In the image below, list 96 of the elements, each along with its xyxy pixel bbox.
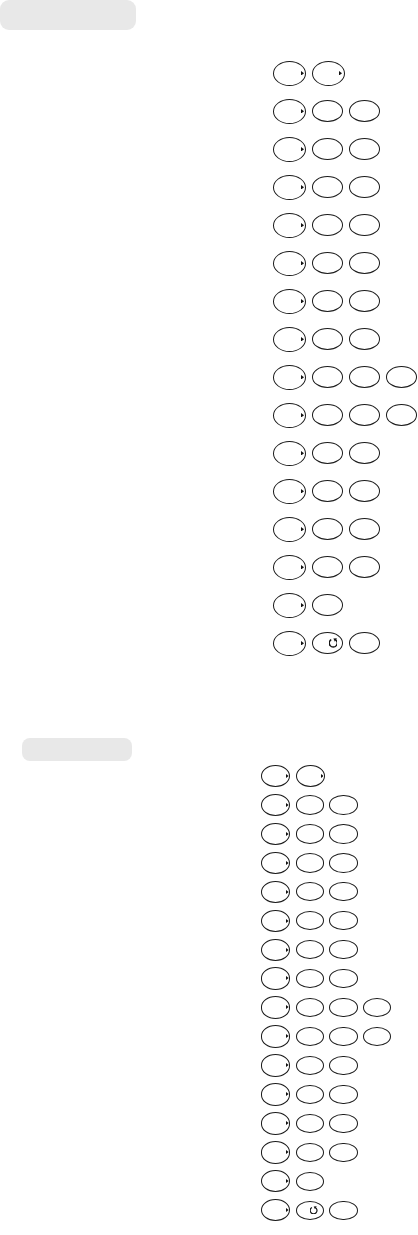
oval [311,594,344,616]
oval [273,440,306,466]
oval [273,250,306,276]
oval [261,880,291,903]
oval [261,1025,291,1048]
oval [295,882,325,902]
oval [311,60,345,86]
oval [348,442,381,464]
oval [311,176,344,198]
oval [348,556,381,578]
oval [311,328,344,350]
oval [295,1113,325,1134]
oval [261,1170,291,1193]
oval [295,911,325,931]
oval [311,252,344,274]
oval [348,404,381,426]
oval [273,288,306,314]
oval [329,911,358,931]
oval [385,404,418,426]
oval [273,478,306,504]
oval [348,366,381,388]
oval [261,793,291,817]
oval [329,1200,358,1220]
oval [273,174,306,200]
oval [295,1026,325,1047]
oval [261,996,291,1019]
oval [311,442,344,464]
oval [329,1113,358,1134]
oval [348,138,381,160]
oval [273,516,306,542]
oval [329,1055,358,1076]
oval [348,290,381,312]
oval [311,214,344,236]
oval [261,1141,291,1164]
oval [329,1084,358,1105]
oval [295,1200,325,1220]
oval [273,630,306,656]
oval [348,252,381,274]
oval [261,851,291,875]
oval [329,882,358,902]
oval [311,480,344,502]
oval [261,1083,291,1106]
oval [273,136,306,162]
oval [311,366,344,388]
oval [311,290,344,312]
oval [261,1112,291,1135]
oval [273,60,306,86]
oval [348,632,381,654]
oval [348,328,381,350]
oval [329,997,358,1018]
oval [348,518,381,540]
oval [295,1171,325,1191]
oval [273,402,306,428]
oval [295,997,325,1018]
oval [329,853,358,873]
oval [295,1055,325,1076]
oval [329,795,358,815]
oval [348,176,381,198]
oval [311,518,344,540]
oval [295,940,325,960]
oval [311,100,344,122]
oval [261,909,291,932]
oval [295,968,325,989]
oval [295,824,325,844]
oval [311,138,344,160]
oval [329,1142,358,1163]
oval [273,212,306,238]
oval [311,632,344,654]
oval [362,997,392,1018]
oval [273,98,306,124]
oval [362,1026,392,1047]
oval [311,556,344,578]
oval [295,1142,325,1163]
oval [261,764,291,788]
oval [329,824,358,844]
oval [329,1026,358,1047]
oval [261,822,291,846]
oval [295,1084,325,1105]
oval [261,967,291,990]
oval [295,853,325,873]
oval [261,1054,291,1077]
oval [295,795,325,815]
oval [348,100,381,122]
oval [273,326,306,352]
oval [311,404,344,426]
oval [295,764,325,788]
oval [329,940,358,960]
oval [348,214,381,236]
oval [273,592,306,618]
oval [261,938,291,961]
oval [348,480,381,502]
oval [329,968,358,989]
oval [261,1199,291,1222]
oval [385,366,418,388]
oval [273,364,306,390]
oval [273,554,306,580]
